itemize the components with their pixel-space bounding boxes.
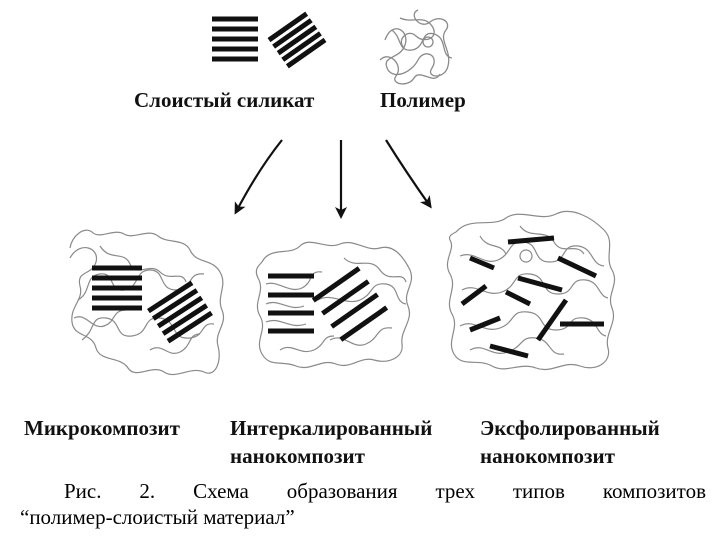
silicate-tilted-icon xyxy=(267,11,327,69)
silicate-stack-icon xyxy=(212,16,258,62)
exfoliated-sublabel: нанокомпозит xyxy=(480,444,615,468)
caption-line-1: Рис. 2. Схема образования трех типов ком… xyxy=(64,479,706,503)
microcomposite-illustration xyxy=(69,229,224,376)
caption-line-2: “полимер-слоистый материал” xyxy=(20,505,295,529)
arrows xyxy=(234,139,432,219)
microcomposite-label: Микрокомпозит xyxy=(24,416,180,440)
intercalated-illustration xyxy=(255,241,412,368)
intercalated-label: Интеркалированный xyxy=(230,416,433,440)
figure-caption: Рис. 2. Схема образования трех типов ком… xyxy=(20,478,706,530)
intercalated-sublabel: нанокомпозит xyxy=(230,444,365,468)
arrow-to-exfoliated xyxy=(385,139,432,209)
silicate-label: Слоистый силикат xyxy=(134,88,315,112)
exfoliated-illustration xyxy=(446,210,616,370)
polymer-label: Полимер xyxy=(380,88,466,112)
arrow-to-microcomposite xyxy=(234,139,283,215)
exfoliated-label: Эксфолированный xyxy=(480,416,660,440)
polymer-coil-icon xyxy=(379,9,453,85)
